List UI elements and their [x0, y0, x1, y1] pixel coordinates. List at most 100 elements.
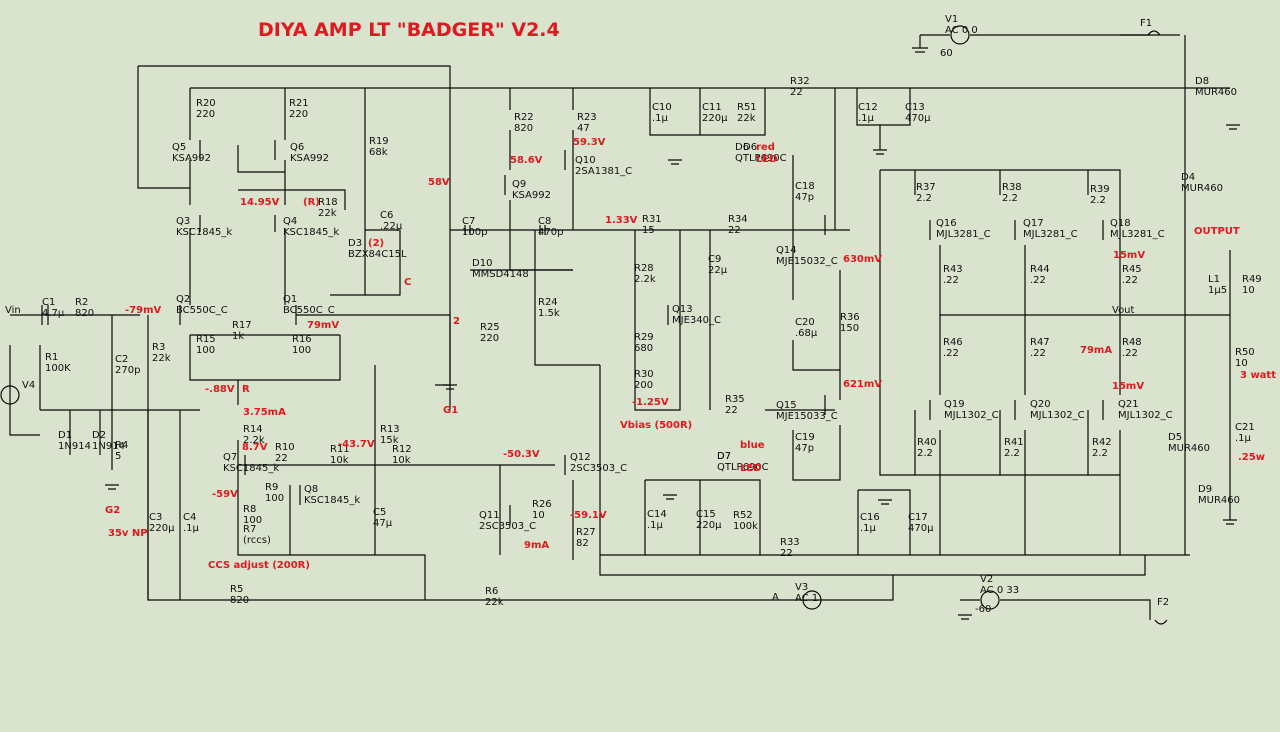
component-value-r41: 2.2: [1004, 448, 1020, 459]
net-label: Vin: [5, 305, 21, 316]
net-label: R: [242, 384, 250, 395]
component-value-c16: .1µ: [860, 523, 877, 534]
net-label: C: [404, 277, 411, 288]
component-value-c20: .68µ: [795, 328, 818, 339]
component-value-r12: 10k: [392, 455, 411, 466]
component-ref-r1: R1: [45, 352, 58, 363]
component-ref-q10: Q10: [575, 155, 596, 166]
component-value-q14: MJE15032_C: [776, 256, 838, 267]
voltage-annotation: Vbias (500R): [620, 420, 692, 431]
net-labels: Vin(R)(2)C2G1G2RAVoutOUTPUT60-60redLEDbl…: [5, 48, 1276, 615]
net-label: (R): [303, 197, 320, 208]
component-value-r18: 22k: [318, 208, 337, 219]
component-ref-c10: C10: [652, 102, 672, 113]
component-ref-c3: C3: [149, 512, 162, 523]
component-value-r17: 1k: [232, 331, 244, 342]
component-ref-d1: D1: [58, 430, 72, 441]
voltage-annotation: 1.33V: [605, 215, 638, 226]
component-ref-r33: R33: [780, 537, 800, 548]
component-ref-r6: R6: [485, 586, 498, 597]
net-label: -60: [975, 604, 991, 615]
component-ref-q16: Q16: [936, 218, 957, 229]
component-ref-c14: C14: [647, 509, 667, 520]
component-value-q6: KSA992: [290, 153, 329, 164]
component-ref-r36: R36: [840, 312, 860, 323]
component-value-c10: .1µ: [652, 113, 669, 124]
net-label: CCS adjust (200R): [208, 560, 310, 571]
component-value-q11: 2SC3503_C: [479, 521, 536, 532]
component-ref-q6: Q6: [290, 142, 304, 153]
component-value-q5: KSA992: [172, 153, 211, 164]
component-value-v3: AC 1: [795, 593, 818, 604]
net-label: 2: [453, 316, 460, 327]
component-ref-q9: Q9: [512, 179, 526, 190]
component-ref-q17: Q17: [1023, 218, 1044, 229]
component-value-q18: MJL3281_C: [1110, 229, 1165, 240]
net-label: (2): [368, 238, 384, 249]
component-ref-r16: R16: [292, 334, 312, 345]
component-symbols: [0, 25, 1240, 625]
component-value-r5: 820: [230, 595, 249, 606]
component-value-r16: 100: [292, 345, 311, 356]
component-value-r22: 820: [514, 123, 533, 134]
component-value-c5: 47µ: [373, 518, 393, 529]
net-label: 35v NP: [108, 528, 148, 539]
component-value-c9: 22µ: [708, 265, 728, 276]
component-value-r31: 15: [642, 225, 655, 236]
component-value-r29: 680: [634, 343, 653, 354]
component-value-q21: MJL1302_C: [1118, 410, 1173, 421]
component-value-r9: 100: [265, 493, 284, 504]
component-value-r19: 68k: [369, 147, 388, 158]
component-ref-r3: R3: [152, 342, 165, 353]
component-value-d6: QTLP690C: [735, 153, 787, 164]
component-ref-r40: R40: [917, 437, 937, 448]
component-ref-c19: C19: [795, 432, 815, 443]
component-ref-r42: R42: [1092, 437, 1112, 448]
component-ref-c6: C6: [380, 210, 393, 221]
voltage-annotation: 8.7V: [242, 442, 268, 453]
component-ref-d7: D7: [717, 451, 731, 462]
component-value-c4: .1µ: [183, 523, 200, 534]
component-ref-r50: R50: [1235, 347, 1255, 358]
component-value-q4: KSC1845_k: [283, 227, 339, 238]
component-ref-c2: C2: [115, 354, 128, 365]
component-ref-r11: R11: [330, 444, 350, 455]
component-ref-r14: R14: [243, 424, 263, 435]
component-value-q8: KSC1845_k: [304, 495, 360, 506]
component-ref-d4: D4: [1181, 172, 1195, 183]
component-ref-r41: R41: [1004, 437, 1024, 448]
component-ref-d8: D8: [1195, 76, 1209, 87]
voltage-annotation: -59.1V: [570, 510, 607, 521]
component-value-d10: MMSD4148: [472, 269, 529, 280]
component-value-c12: .1µ: [858, 113, 875, 124]
component-value-d3: BZX84C15L: [348, 249, 407, 260]
component-ref-r38: R38: [1002, 182, 1022, 193]
component-value-r44: .22: [1030, 275, 1046, 286]
voltage-annotation: -43.7V: [338, 439, 375, 450]
net-label: LED: [740, 463, 762, 474]
voltage-annotation: 58.6V: [510, 155, 543, 166]
component-ref-d6: D6: [735, 142, 749, 153]
component-ref-r15: R15: [196, 334, 216, 345]
component-ref-r49: R49: [1242, 274, 1262, 285]
component-ref-c8: C8: [538, 216, 551, 227]
component-value-r40: 2.2: [917, 448, 933, 459]
voltage-annotation: 14.95V: [240, 197, 280, 208]
component-value-r30: 200: [634, 380, 653, 391]
component-ref-r47: R47: [1030, 337, 1050, 348]
component-value-v1: AC 0 0: [945, 25, 978, 36]
component-value-r8: 100: [243, 515, 262, 526]
component-value-r1: 100K: [45, 363, 71, 374]
component-ref-d3: D3: [348, 238, 362, 249]
component-ref-q18: Q18: [1110, 218, 1131, 229]
component-ref-r29: R29: [634, 332, 654, 343]
voltage-annotation: -79mV: [125, 305, 161, 316]
component-value-q15: MJE15033_C: [776, 411, 838, 422]
voltage-annotation: 58V: [428, 177, 450, 188]
component-ref-c7: C7: [462, 216, 475, 227]
component-value-r39: 2.2: [1090, 195, 1106, 206]
component-ref-q13: Q13: [672, 304, 693, 315]
component-ref-c21: C21: [1235, 422, 1255, 433]
wiring: [9, 34, 1231, 620]
